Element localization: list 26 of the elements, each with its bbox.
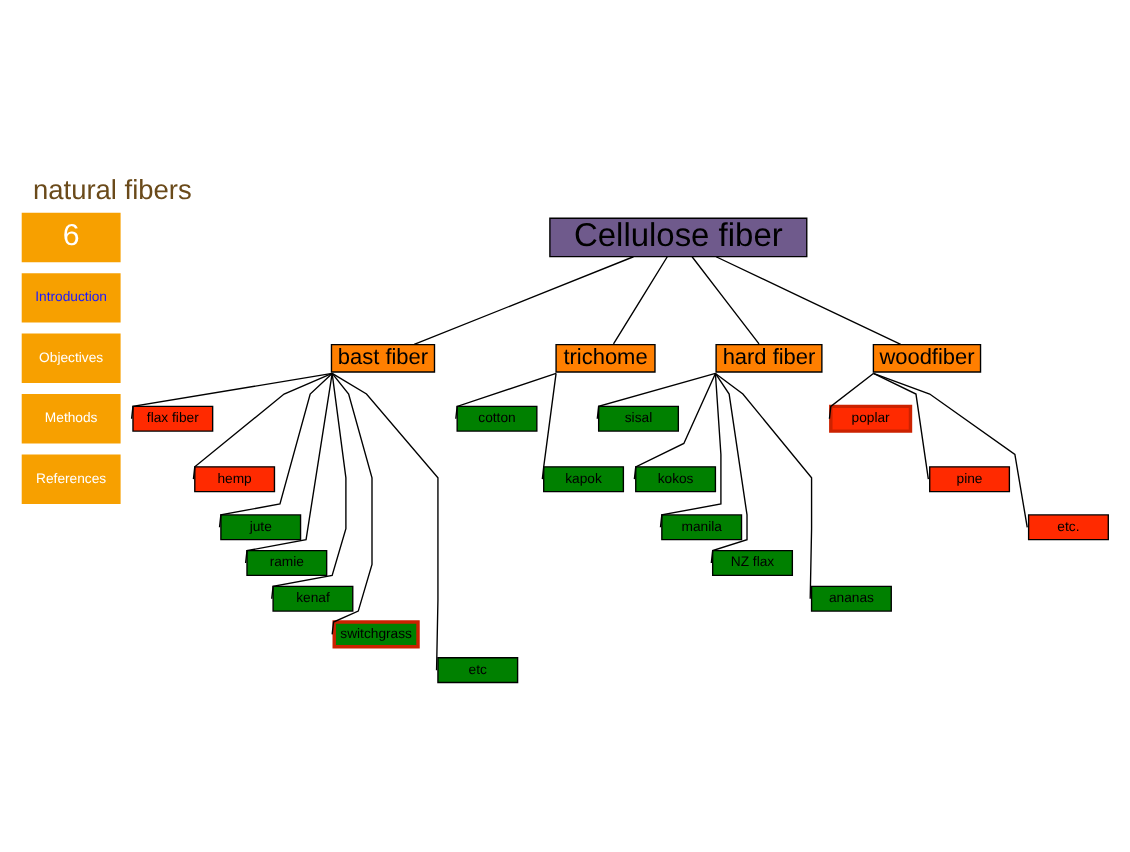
connector <box>710 371 748 563</box>
connector <box>192 371 333 479</box>
connector <box>612 255 668 344</box>
connector <box>130 371 333 419</box>
connector <box>691 255 760 344</box>
connector <box>828 371 875 419</box>
connector <box>331 371 373 635</box>
connector <box>872 371 1028 527</box>
connector <box>659 371 722 527</box>
connector <box>413 255 635 345</box>
node-box: woodfiber <box>872 342 982 372</box>
node-box: Cellulose fiber <box>549 216 808 257</box>
node-box: hard fiber <box>715 342 823 372</box>
connector <box>244 371 333 563</box>
connector <box>455 371 557 419</box>
node-box: trichome <box>555 342 656 372</box>
connector <box>541 371 557 479</box>
connector <box>715 255 902 345</box>
connector <box>271 371 347 599</box>
connector <box>218 371 333 527</box>
label: 6 <box>62 218 80 253</box>
connector <box>872 371 930 479</box>
connector <box>633 371 717 479</box>
node-box: bast fiber <box>330 342 436 372</box>
diagram-title: natural fibers <box>33 173 192 204</box>
connector <box>596 371 717 419</box>
